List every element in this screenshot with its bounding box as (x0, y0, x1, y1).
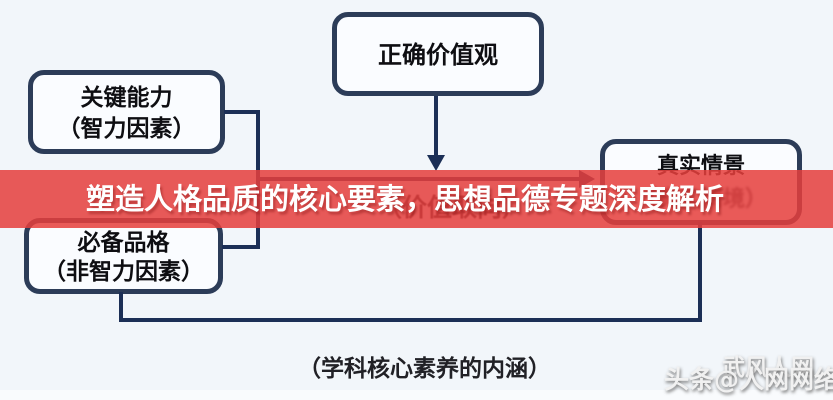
connector-bottom-horizontal (119, 318, 702, 322)
node-correct-values: 正确价值观 (332, 12, 544, 96)
node-key-ability: 关键能力 （智力因素） (28, 70, 225, 154)
node-essential-character: 必备品格 （非智力因素） (24, 218, 223, 294)
node-key-ability-line2: （智力因素） (57, 116, 196, 142)
node-key-ability-line1: 关键能力 (80, 85, 173, 111)
diagram-caption: （学科核心素养的内涵） (298, 356, 551, 382)
node-essential-character-line2: （非智力因素） (43, 259, 204, 285)
connector-character-horizontal (222, 245, 260, 249)
node-essential-character-line1: 必备品格 (77, 230, 170, 256)
watermark-line1: 武风人网 (722, 355, 814, 381)
connector-character-vertical-down (119, 292, 123, 322)
down-arrowhead-icon (427, 155, 445, 171)
connector-key-ability-horizontal (224, 110, 260, 114)
bottom-light-strip (0, 390, 833, 400)
watermark-line2: 头条@人网网络 (664, 365, 833, 394)
node-correct-values-label: 正确价值观 (378, 41, 498, 69)
connector-values-vertical (434, 96, 438, 156)
headline-title: 塑造人格品质的核心要素，思想品德专题深度解析 (86, 182, 725, 216)
headline-banner: 塑造人格品质的核心要素，思想品德专题深度解析 (0, 170, 833, 228)
connector-situation-vertical-down (698, 222, 702, 322)
